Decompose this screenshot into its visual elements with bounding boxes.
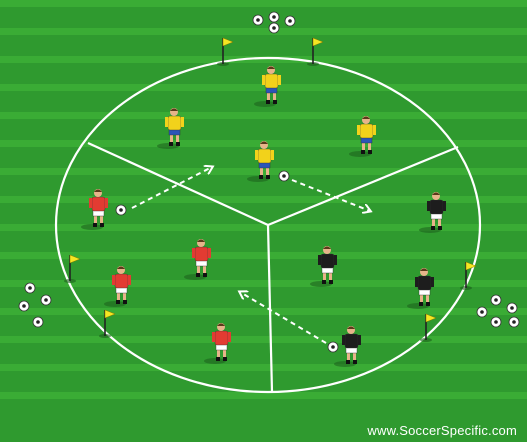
ball [477,307,487,317]
ball [19,301,29,311]
ball [279,171,289,181]
grass-stripe [0,168,527,175]
ball [285,16,295,26]
ball [253,15,263,25]
ball [116,205,126,215]
grass-stripe [0,280,527,287]
grass-stripe [0,364,527,371]
grass-stripe [0,196,527,203]
ball [507,303,517,313]
ball [328,342,338,352]
watermark-text: www.SoccerSpecific.com [367,423,517,438]
grass-stripe [0,28,527,35]
ball [33,317,43,327]
ball [491,295,501,305]
grass-stripe [0,252,527,259]
grass-stripe [0,224,527,231]
ball [269,12,279,22]
grass-stripe [0,336,527,343]
grass-stripe [0,0,527,7]
grass-stripe [0,112,527,119]
ball [509,317,519,327]
ball [25,283,35,293]
ball [41,295,51,305]
grass-stripe [0,84,527,91]
ball [491,317,501,327]
ball [269,23,279,33]
